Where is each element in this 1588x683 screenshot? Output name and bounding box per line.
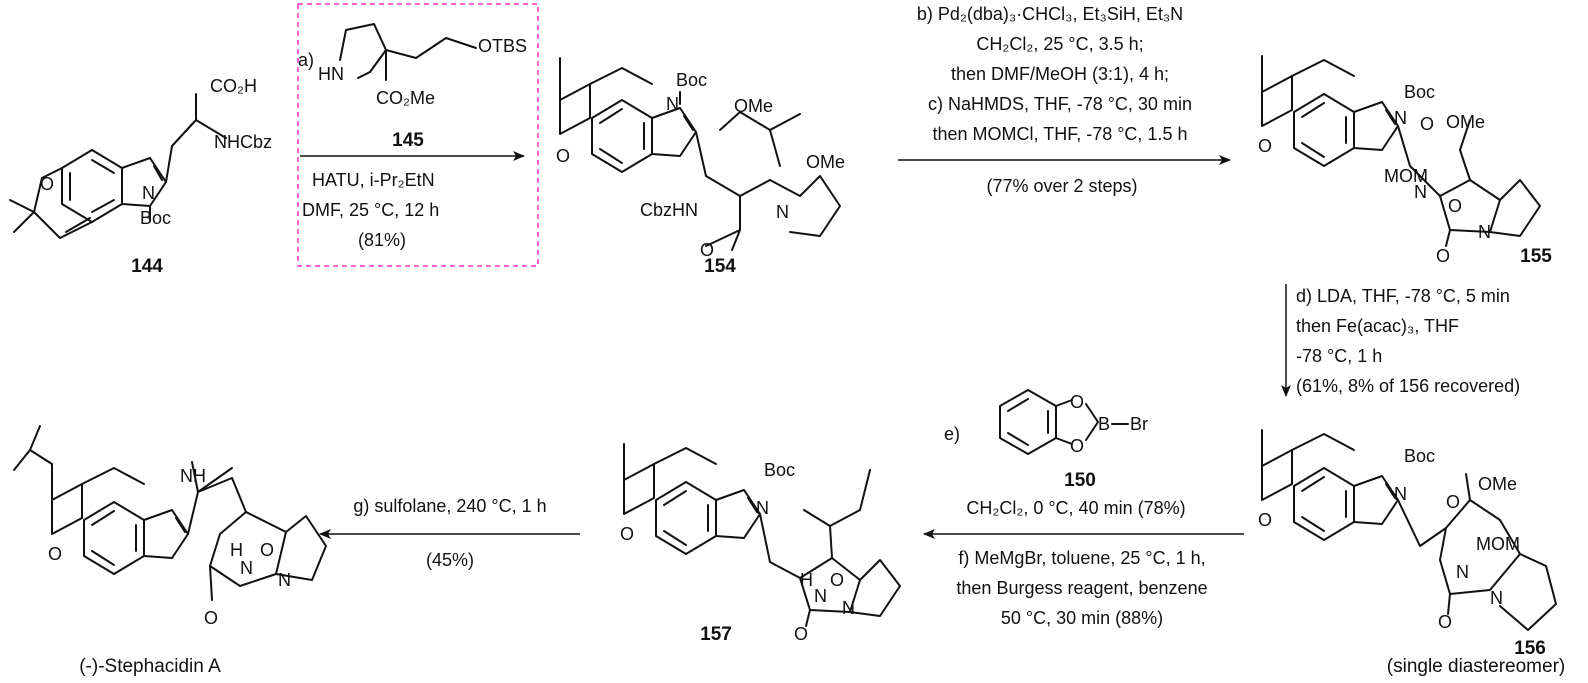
atom-n-156-b: N: [1490, 588, 1503, 608]
compound-label-154: 154: [704, 256, 736, 277]
atom-boc-154: Boc: [676, 70, 707, 90]
atom-n-steph: N: [180, 466, 193, 486]
atom-n-steph-a: N: [240, 558, 253, 578]
atom-o-steph: O: [48, 544, 62, 564]
atom-hn: HN: [318, 64, 344, 84]
compound-label-155: 155: [1520, 246, 1552, 267]
atom-o-154-amide: O: [700, 240, 714, 260]
step-b-conditions-2: CH₂Cl₂, 25 °C, 3.5 h;: [976, 34, 1143, 54]
compound-157-structure: [623, 443, 901, 627]
atom-o-156-ester: O: [1446, 492, 1460, 512]
step-a-yield: (81%): [358, 230, 406, 250]
compound-156-note: (single diastereomer): [1387, 656, 1565, 677]
atom-n-155: N: [1394, 108, 1407, 128]
atom-cbzhn-154: CbzHN: [640, 200, 698, 220]
step-a-label: a): [298, 50, 314, 70]
compound-155-structure: [1261, 55, 1541, 247]
atom-boc-156: Boc: [1404, 446, 1435, 466]
stephacidin-a-structure: [13, 425, 327, 601]
step-f-conditions-2: then Burgess reagent, benzene: [956, 578, 1207, 598]
atom-o-155-b: O: [1448, 196, 1462, 216]
atom-n-155-b: N: [1478, 222, 1491, 242]
atom-o: O: [40, 174, 54, 194]
atom-nhcbz: NHCbz: [214, 132, 272, 152]
step-a-conditions-2: DMF, 25 °C, 12 h: [302, 200, 439, 220]
atom-co2me: CO₂Me: [376, 88, 435, 108]
atom-h-157: H: [800, 570, 813, 590]
atom-boc-157: Boc: [764, 460, 795, 480]
atom-br-150: Br: [1130, 414, 1148, 434]
atom-ome-155: OMe: [1446, 112, 1485, 132]
atom-mom-155: MOM: [1384, 166, 1428, 186]
atom-n-157: N: [756, 498, 769, 518]
atom-o-155-c: O: [1436, 246, 1450, 266]
atom-o-156: O: [1258, 510, 1272, 530]
step-b-conditions-3: then DMF/MeOH (3:1), 4 h;: [951, 64, 1169, 84]
atom-o-157: O: [620, 524, 634, 544]
reagent-label-145: 145: [392, 130, 424, 151]
atom-co2h: CO₂H: [210, 76, 257, 96]
step-e-conditions: CH₂Cl₂, 0 °C, 40 min (78%): [966, 498, 1185, 518]
step-d-conditions-1: d) LDA, THF, -78 °C, 5 min: [1296, 286, 1510, 306]
atom-mom-156: MOM: [1476, 534, 1520, 554]
atom-o-155-ester: O: [1420, 114, 1434, 134]
atom-n-155-a: N: [1414, 182, 1427, 202]
atom-o-157-c: O: [794, 624, 808, 644]
compound-154-structure: [559, 57, 841, 251]
atom-o-150-a: O: [1070, 392, 1084, 412]
reagent-highlight-box: [297, 3, 539, 267]
atom-h-steph-amide: H: [230, 540, 243, 560]
atom-n: N: [142, 183, 155, 203]
step-d-conditions-4: (61%, 8% of 156 recovered): [1296, 376, 1520, 396]
atom-nh-steph: NH: [180, 466, 206, 486]
atom-ome-154-a: OMe: [734, 96, 773, 116]
step-a-conditions-1: HATU, i-Pr₂EtN: [312, 170, 435, 190]
compound-label-157: 157: [700, 624, 732, 645]
reagent-label-150: 150: [1064, 470, 1096, 491]
atom-o-157-b: O: [830, 570, 844, 590]
atom-n-154: N: [666, 94, 679, 114]
atom-otbs: OTBS: [478, 36, 527, 56]
atom-n-157-b: N: [842, 598, 855, 618]
atom-n-156: N: [1394, 484, 1407, 504]
step-d-conditions-2: then Fe(acac)₃, THF: [1296, 316, 1459, 336]
atom-o-155: O: [1258, 136, 1272, 156]
reagent-150-structure: [999, 389, 1129, 455]
atom-boc: Boc: [140, 208, 171, 228]
step-g-yield: (45%): [426, 550, 474, 570]
atom-o-150-b: O: [1070, 436, 1084, 456]
step-c-conditions-2: then MOMCl, THF, -78 °C, 1.5 h: [933, 124, 1188, 144]
atom-ome-154-b: OMe: [806, 152, 845, 172]
atom-o-steph-b: O: [260, 540, 274, 560]
step-d-conditions-3: -78 °C, 1 h: [1296, 346, 1382, 366]
compound-label-stephacidin-a: (-)-Stephacidin A: [79, 656, 221, 677]
atom-ome-156: OMe: [1478, 474, 1517, 494]
atom-b-150: B: [1098, 414, 1110, 434]
atom-n-steph-b: N: [278, 570, 291, 590]
atom-n-154-pro: N: [776, 202, 789, 222]
atom-boc-155: Boc: [1404, 82, 1435, 102]
atom-h-steph: H: [193, 466, 206, 486]
step-g-conditions: g) sulfolane, 240 °C, 1 h: [353, 496, 546, 516]
step-c-conditions-1: c) NaHMDS, THF, -78 °C, 30 min: [928, 94, 1192, 114]
step-f-conditions-3: 50 °C, 30 min (88%): [1001, 608, 1163, 628]
step-b-conditions-1: b) Pd₂(dba)₃·CHCl₃, Et₃SiH, Et₃N: [917, 4, 1183, 24]
compound-144-structure: [9, 93, 227, 239]
step-f-conditions-1: f) MeMgBr, toluene, 25 °C, 1 h,: [958, 548, 1205, 568]
compound-156-structure: [1261, 429, 1557, 631]
reagent-145-structure: [339, 23, 477, 81]
step-bc-yield: (77% over 2 steps): [986, 176, 1137, 196]
atom-o-154: O: [556, 146, 570, 166]
atom-n-157-a: N: [814, 586, 827, 606]
atom-n-156-a: N: [1456, 562, 1469, 582]
compound-label-156: 156: [1514, 638, 1546, 659]
compound-label-144: 144: [131, 256, 163, 277]
atom-o-steph-c: O: [204, 608, 218, 628]
step-e-label: e): [944, 424, 960, 444]
atom-o-156-c: O: [1438, 612, 1452, 632]
